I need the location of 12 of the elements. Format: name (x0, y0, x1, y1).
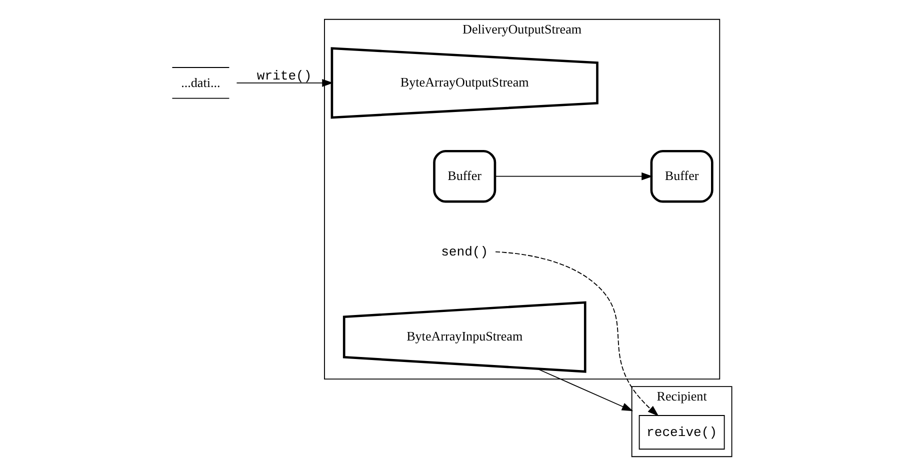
node-box: ByteArrayOutputStream (330, 47, 598, 119)
arrow (536, 368, 633, 412)
arrow (236, 79, 333, 87)
node-text: send() (440, 244, 488, 260)
node-box: Buffer (650, 150, 713, 203)
node-box: receive() (638, 415, 724, 450)
node-box: Buffer (432, 150, 496, 203)
arrow (494, 251, 658, 416)
node-box: ByteArrayInpuStream (342, 301, 586, 373)
edge-label: write() (256, 68, 312, 84)
arrow (494, 172, 652, 180)
node-text: ...dati... (180, 74, 220, 90)
